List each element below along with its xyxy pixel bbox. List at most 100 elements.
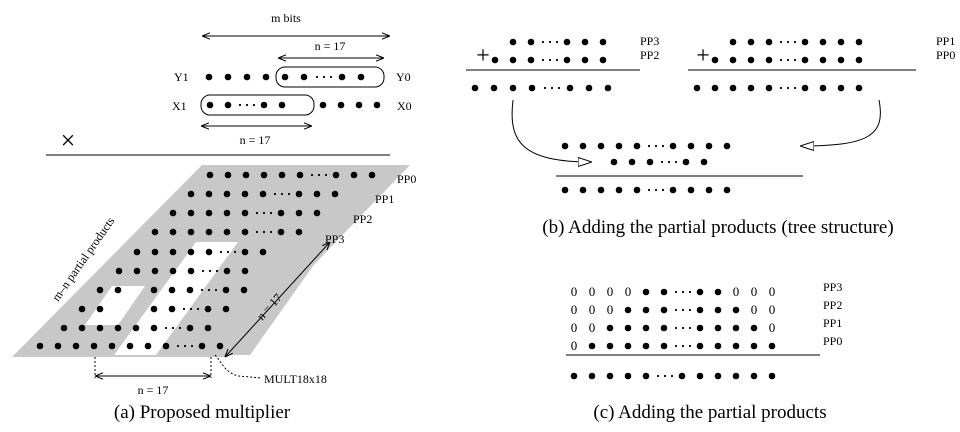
bit-dot [599, 56, 607, 64]
bit-dot [714, 306, 722, 314]
pp1-label: PP1 [375, 192, 394, 206]
bit-dot [837, 56, 845, 64]
bit-dot [206, 101, 214, 109]
bit-dot [300, 73, 308, 81]
ellipsis-dot [779, 86, 783, 90]
ellipsis-dot [245, 103, 249, 107]
ellipsis-dot [688, 326, 692, 330]
ellipsis-dot [654, 144, 658, 148]
bit-dot [471, 84, 479, 92]
bit-dot [700, 158, 708, 166]
bit-dot [54, 342, 62, 350]
ellipsis-dot [681, 344, 685, 348]
ellipsis-dot [182, 307, 186, 311]
bit-dot [678, 372, 686, 380]
bit-dot [624, 324, 632, 332]
plus-symbol-left: + [476, 43, 490, 69]
bit-dot [604, 84, 612, 92]
ellipsis-dot [183, 344, 187, 348]
bit-dot [126, 342, 134, 350]
bit-dot [187, 190, 195, 198]
ellipsis-dot [164, 326, 168, 330]
bit-dot [563, 56, 571, 64]
bit-dot [295, 209, 303, 217]
bit-dot [205, 228, 213, 236]
bit-dot [338, 73, 346, 81]
flow-arrow-left [511, 99, 592, 162]
bit-dot [187, 248, 195, 256]
ellipsis-dot [317, 173, 321, 177]
ellipsis-dot [557, 86, 561, 90]
y0-group-box [275, 66, 385, 88]
n-mid-label: n = 17 [240, 133, 271, 147]
pp0-label-b: PP0 [936, 48, 955, 62]
bit-dot [633, 186, 641, 194]
bit-dot [277, 209, 285, 217]
bit-dot [295, 190, 303, 198]
bit-dot [624, 372, 632, 380]
ellipsis-dot [541, 58, 545, 62]
bit-dot [150, 305, 158, 313]
y0-label: Y0 [396, 70, 411, 84]
bit-dot [355, 101, 363, 109]
bit-dot [277, 228, 285, 236]
ellipsis-dot [196, 307, 200, 311]
bit-dot [696, 372, 704, 380]
ellipsis-dot [315, 75, 319, 79]
bit-dot [597, 186, 605, 194]
bit-dot [732, 324, 740, 332]
x-operand-row [206, 101, 381, 109]
zero-padding-digit: 0 [733, 284, 740, 299]
bit-dot [187, 267, 195, 275]
ellipsis-dot [541, 40, 545, 44]
n-top-label: n = 17 [315, 39, 346, 53]
pp1-label-c: PP1 [823, 316, 842, 330]
bit-dot [490, 84, 498, 92]
ellipsis-dot [779, 58, 783, 62]
ellipsis-dot [548, 40, 552, 44]
bit-dot [819, 56, 827, 64]
bit-dot [491, 56, 499, 64]
bit-dot [169, 248, 177, 256]
zero-padding-digit: 0 [571, 338, 578, 353]
bit-dot [750, 342, 758, 350]
bit-dot [204, 324, 212, 332]
plus-symbol-right: + [696, 43, 710, 69]
bit-dot [150, 324, 158, 332]
bit-dot [747, 56, 755, 64]
bit-dot [151, 267, 159, 275]
ellipsis-dot [233, 250, 237, 254]
ellipsis-dot [324, 173, 328, 177]
ellipsis-dot [786, 40, 790, 44]
bit-dot [837, 38, 845, 46]
bit-dot [295, 228, 303, 236]
bit-dot [711, 56, 719, 64]
ellipsis-dot [661, 144, 665, 148]
bit-dot [855, 38, 863, 46]
bit-dot [579, 142, 587, 150]
bit-dot [36, 342, 44, 350]
ellipsis-dot [786, 58, 790, 62]
bit-dot [150, 286, 158, 294]
ellipsis-dot [654, 188, 658, 192]
ellipsis-dot [543, 86, 547, 90]
bit-dot [240, 286, 248, 294]
bit-dot [765, 56, 773, 64]
bit-dot [187, 228, 195, 236]
bit-dot [729, 38, 737, 46]
bit-dot [682, 158, 690, 166]
ellipsis-dot [214, 288, 218, 292]
ellipsis-dot [660, 160, 664, 164]
bit-dot [278, 101, 286, 109]
bit-dot [528, 84, 536, 92]
flow-arrow-right [800, 99, 881, 146]
ellipsis-dot [280, 192, 284, 196]
bit-dot [610, 158, 618, 166]
ellipsis-dot [200, 288, 204, 292]
bit-dot [133, 267, 141, 275]
zero-padding-digit: 0 [571, 302, 578, 317]
bit-dot [696, 342, 704, 350]
n-diagonal-arrow [225, 242, 330, 357]
ellipsis-dot [548, 58, 552, 62]
